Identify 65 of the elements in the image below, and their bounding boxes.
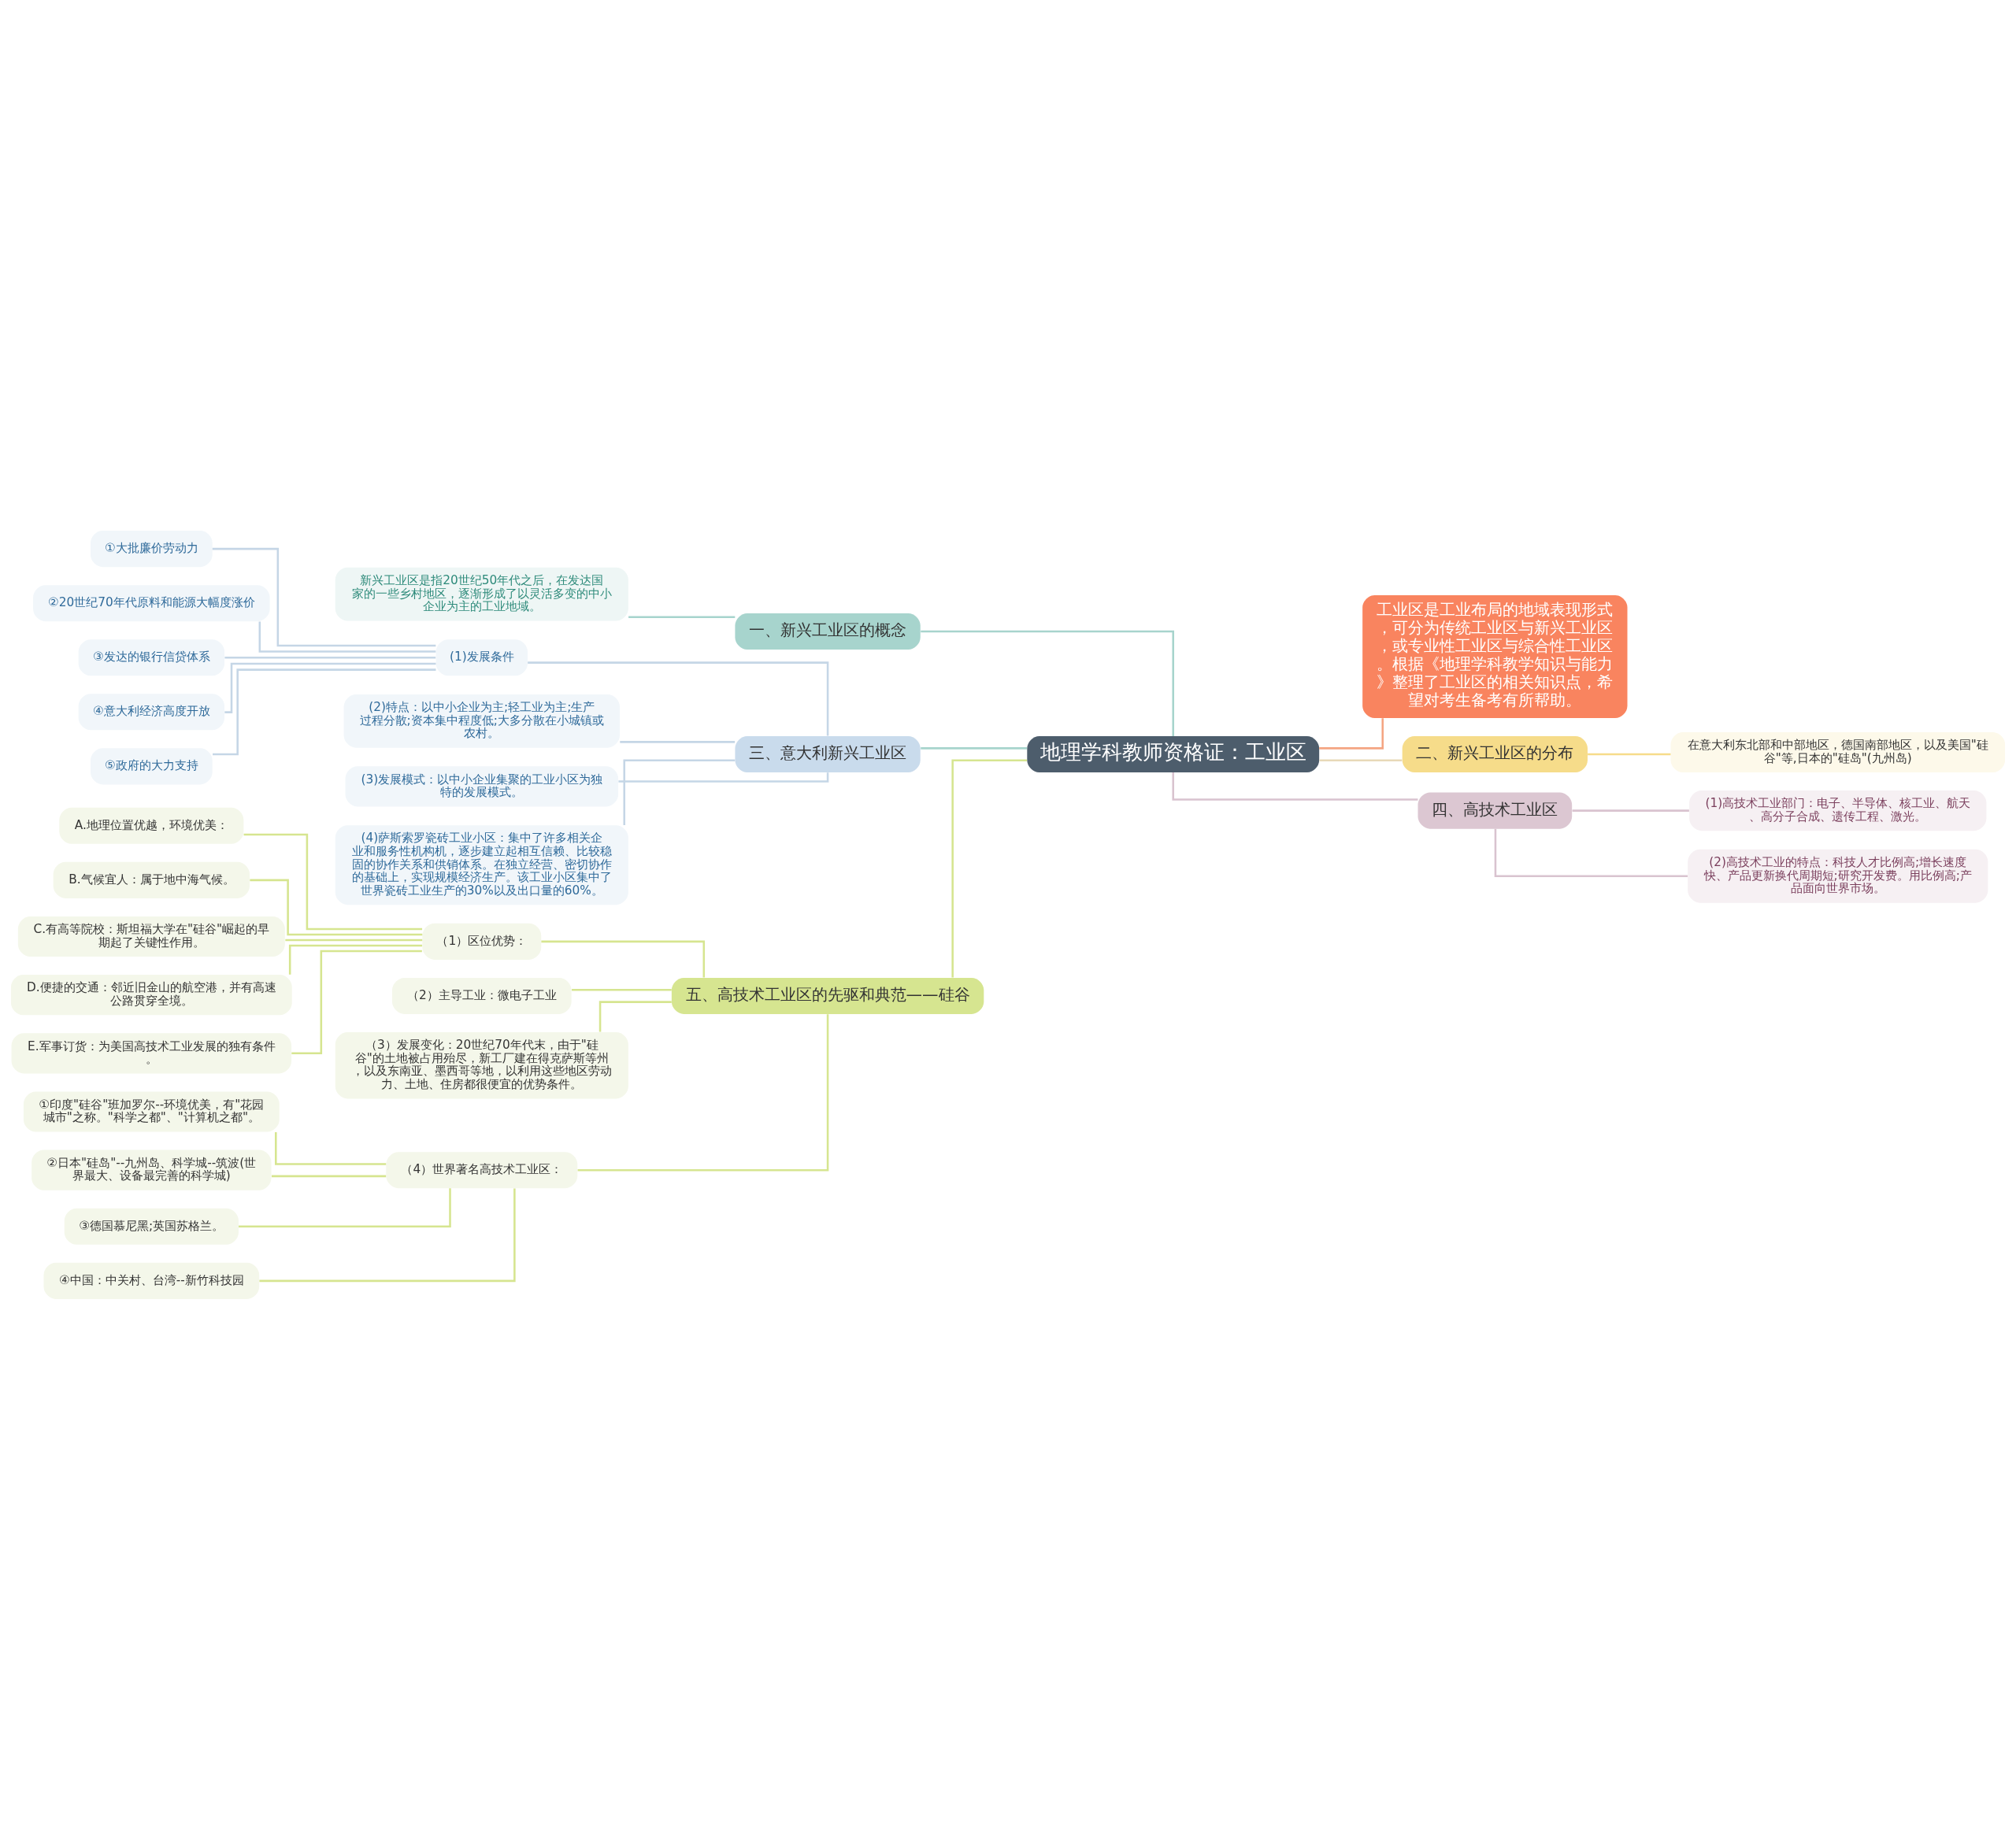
node-box: ①印度"硅谷"班加罗尔--环境优美，有"花园城市"之称。"科学之都"、"计算机之都"。: [23, 1090, 280, 1132]
connector: [1588, 753, 1671, 755]
node-box: （2）主导工业：微电子工业: [392, 977, 572, 1014]
node-box: E.军事订货：为美国高技术工业发展的独有条件。: [11, 1032, 292, 1073]
node-box: ④中国：中关村、台湾--新竹科技园: [43, 1262, 260, 1299]
connector: [275, 1131, 387, 1165]
node-box: 在意大利东北部和中部地区，德国南部地区，以及美国"硅谷"等,日本的"硅岛"(九州岛): [1670, 731, 2006, 772]
node-box: 二、新兴工业区的分布: [1402, 735, 1588, 772]
connector: [628, 616, 736, 618]
node-box: D.便捷的交通：邻近旧金山的航空港，并有高速公路贯穿全境。: [10, 974, 292, 1015]
node-box: (3)发展模式：以中小企业集聚的工业小区为独特的发展模式。: [345, 765, 619, 806]
connector: [921, 746, 1028, 750]
node-box: (2)特点：以中小企业为主;轻工业为主;生产过程分散;资本集中程度低;大多分散在小城镇或农村。: [343, 694, 620, 748]
connector: [577, 1013, 829, 1171]
node-box: ①大批廉价劳动力: [90, 530, 213, 567]
connector: [598, 1000, 672, 1032]
connector: [1572, 809, 1689, 812]
connector: [213, 668, 436, 755]
connector: [541, 940, 706, 978]
node-box: ③发达的银行信贷体系: [78, 639, 225, 676]
connector: [224, 656, 436, 659]
connector: [1494, 828, 1688, 877]
node-box: (4)萨斯索罗瓷砖工业小区：集中了许多相关企业和服务性机构机，逐步建立起相互信赖、比较稳固的协作关系和供销体系。在独立经营、密切协作的基础上，实现规模经济生产。该工业小区集中了世界瓷砖工业生产的30%以及出口量的60%。: [335, 824, 628, 905]
node-box: (1)高技术工业部门：电子、半导体、核工业、航天、高分子合成、遗传工程、激光。: [1689, 790, 1987, 831]
node-box: 三、意大利新兴工业区: [735, 735, 921, 772]
connector: [1319, 758, 1403, 761]
connector: [620, 740, 736, 743]
connector: [291, 950, 422, 1054]
connector: [243, 833, 423, 930]
connector: [623, 758, 736, 825]
node-box: 四、高技术工业区: [1418, 792, 1573, 829]
node-box: （4）世界著名高技术工业区：: [386, 1151, 578, 1188]
connector: [951, 758, 1028, 977]
node-box: 工业区是工业布局的地域表现形式，可分为传统工业区与新兴工业区，或专业性工业区与综合性工业区。根据《地理学科教学知识与能力》整理了工业区的相关知识点，希望对考生备考有所帮助。: [1362, 594, 1628, 718]
node-box: 新兴工业区是指20世纪50年代之后，在发达国家的一些乡村地区，逐渐形成了以灵活多变的中小企业为主的工业地域。: [335, 567, 628, 621]
node-box: （3）发展变化：20世纪70年代末，由于"硅谷"的土地被占用殆尽，新工厂建在得克萨斯等州，以及东南亚、墨西哥等地，以利用这些地区劳动力、土地、住房都很便宜的优势条件。: [335, 1031, 628, 1098]
connector: [921, 630, 1174, 736]
connector: [528, 661, 829, 735]
connector: [259, 1187, 516, 1282]
node-box: ②20世纪70年代原料和能源大幅度涨价: [33, 584, 270, 621]
connector: [572, 988, 672, 991]
connector: [1319, 717, 1384, 750]
node-box: B.气候宜人：属于地中海气候。: [53, 861, 250, 898]
connector: [212, 547, 436, 646]
connector: [618, 772, 829, 783]
connector: [288, 944, 423, 975]
node-box: ⑤政府的大力支持: [90, 747, 213, 784]
connector: [258, 620, 436, 653]
node-box: （1）区位优势：: [422, 923, 542, 960]
node-box: 一、新兴工业区的概念: [735, 613, 921, 650]
node-box: A.地理位置优越，环境优美：: [59, 807, 244, 844]
node-box: ④意大利经济高度开放: [78, 693, 225, 730]
connector: [271, 1175, 387, 1177]
connector: [285, 939, 423, 941]
node-box: (1)发展条件: [435, 639, 528, 676]
node-box: 五、高技术工业区的先驱和典范——硅谷: [671, 977, 984, 1014]
node-box: ②日本"硅岛"--九州岛、科学城--筑波(世界最大、设备最完善的科学城): [32, 1150, 272, 1190]
connector: [224, 662, 436, 713]
node-box: 地理学科教师资格证：工业区: [1027, 735, 1320, 772]
node-box: C.有高等院校：斯坦福大学在"硅谷"崛起的早期起了关键性作用。: [17, 916, 285, 957]
node-box: (2)高技术工业的特点：科技人才比例高;增长速度快、产品更新换代周期短;研究开发费。用比例高;产品面向世界市场。: [1688, 849, 1988, 903]
connector: [250, 879, 423, 935]
node-box: ③德国慕尼黑;英国苏格兰。: [64, 1208, 239, 1245]
connector: [1172, 772, 1418, 801]
connector: [239, 1187, 451, 1227]
